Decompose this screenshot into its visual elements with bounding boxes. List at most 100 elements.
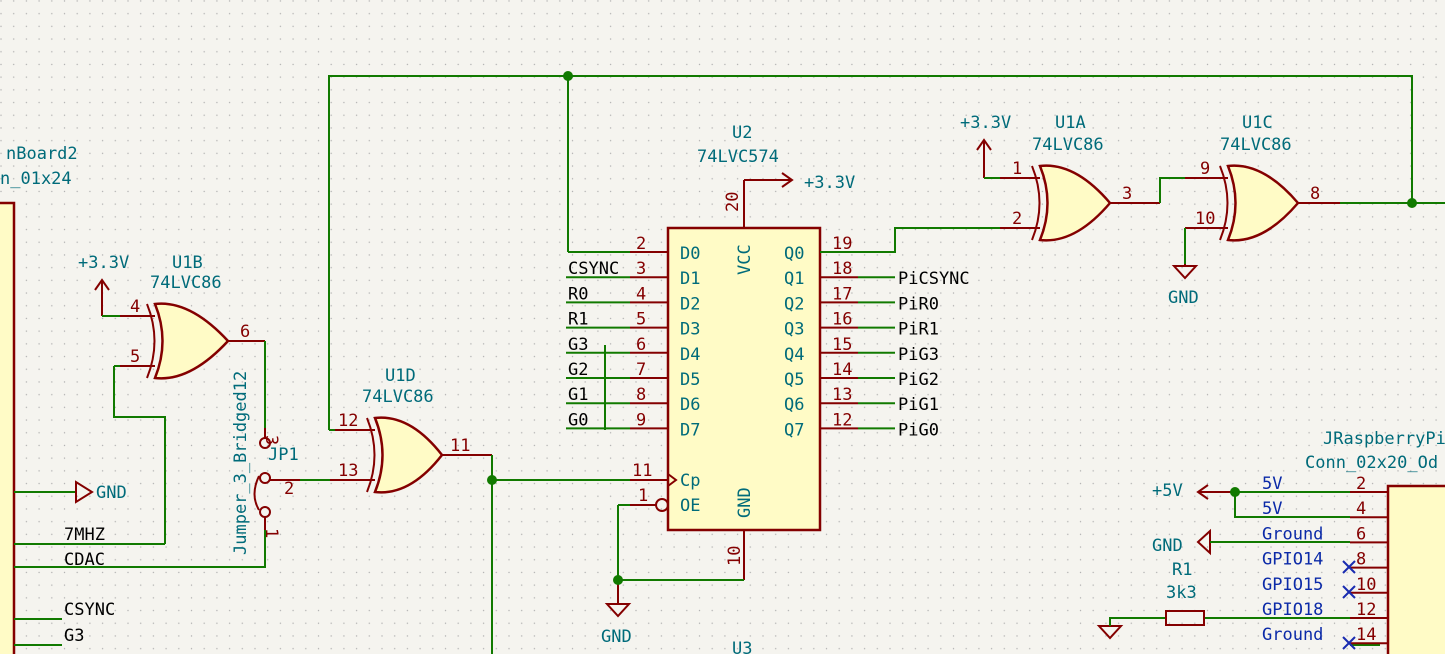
u3-ref: U3 [732,639,752,654]
rpi-pin-name: 5V [1262,499,1282,519]
jumper-jp1[interactable]: 3 2 1 JP1 Jumper_3_Bridged12 [231,371,330,567]
u2-pin-name: D7 [680,420,700,440]
u2-pin-name: D3 [680,320,700,340]
u1c-gnd-label: GND [1168,288,1199,308]
net-label: PiR1 [898,320,939,340]
net-label-cdac: CDAC [64,550,105,570]
jp1-pin-2: 2 [284,479,294,499]
left-connector-value: n_01x24 [0,169,72,189]
junctions [487,71,1417,585]
left-connector[interactable]: nBoard2 n_01x24 7MHZ CDAC CSYNC G3 GND [0,144,266,654]
rpi-pin-name: GPIO15 [1262,575,1323,595]
jp1-value: Jumper_3_Bridged12 [231,371,251,555]
u2-pin-name: D0 [680,244,700,264]
net-label: PiG0 [898,420,939,440]
net-label: G1 [568,385,588,405]
u2-pin-number: 4 [636,284,646,304]
u2-pin-number: 16 [832,310,852,330]
u2-pin-name: D5 [680,370,700,390]
rpi-pin-number: 14 [1356,625,1376,645]
net-label: PiR0 [898,294,939,314]
rpi-connector[interactable]: JRaspberryPi Conn_02x20_Od +5V GND R1 3k… [1096,429,1445,654]
u2-pin-name: Q1 [784,269,804,289]
net-label: PiG2 [898,370,939,390]
gate-u1d[interactable]: 12 13 11 U1D 74LVC86 [328,75,1413,654]
rpi-pin-4[interactable]: 4 5V [1262,499,1388,519]
rpi-pin-number: 2 [1356,474,1366,494]
net-label: R0 [568,284,588,304]
u2-pin-name: Q2 [784,294,804,314]
u1a-power-label: +3.3V [960,113,1011,133]
u1b-pin-b: 5 [130,347,140,367]
u2-pin-number: 13 [832,385,852,405]
u1a-pin-out: 3 [1122,184,1132,204]
u2-pin-number: 9 [636,410,646,430]
ic-u2[interactable]: U2 74LVC574 +3.3V 20 VCC GND 10 GND 11 C… [566,123,970,647]
u1a-pin-a: 1 [1012,159,1022,179]
rpi-pin-14[interactable]: 14 Ground [1262,625,1388,645]
net-label: PiG3 [898,345,939,365]
r1-value: 3k3 [1166,583,1197,603]
u2-pin-number: 2 [636,234,646,254]
u1c-pin-b: 10 [1195,209,1215,229]
net-label: CSYNC [568,259,619,279]
rpi-pin-name: Ground [1262,625,1323,645]
u2-pin-name: D4 [680,345,700,365]
gnd-symbol-left [75,480,94,504]
u2-cp-pin-num: 11 [632,461,652,481]
u1c-value: 74LVC86 [1220,135,1292,155]
u1b-power-label: +3.3V [78,253,129,273]
rpi-pin-number: 6 [1356,524,1366,544]
rpi-pin-2[interactable]: 25V [1262,474,1388,494]
u2-pin-name: Q5 [784,370,804,390]
u2-pin-number: 5 [636,310,646,330]
net-label: G2 [568,360,588,380]
rpi-pin-name: GPIO14 [1262,550,1323,570]
rpi-gnd-label: GND [1152,536,1183,556]
u2-pin-number: 7 [636,360,646,380]
u2-vcc-pin-num: 20 [723,192,743,212]
u2-gnd-label: GND [601,627,632,647]
u1b-ref: U1B [172,253,203,273]
net-label: R1 [568,310,588,330]
rpi-5v-label: +5V [1152,481,1183,501]
gate-u1c[interactable]: GND 9 10 8 U1C 74LVC86 [1168,113,1445,308]
jp1-ref: JP1 [268,445,299,465]
net-label: G0 [568,410,588,430]
u2-pin-number: 3 [636,259,646,279]
rpi-pin-number: 4 [1356,499,1366,519]
gate-u1b[interactable]: +3.3V 4 5 6 U1B 74LVC86 [78,253,266,544]
gnd-label-left: GND [96,483,127,503]
u2-pin-number: 18 [832,259,852,279]
gate-u1a[interactable]: +3.3V 1 2 3 U1A 74LVC86 [820,113,1185,253]
net-label: G3 [568,335,588,355]
u2-pin-name: Q6 [784,395,804,415]
u2-ref: U2 [732,123,752,143]
u2-pin-name: Q0 [784,244,804,264]
left-connector-ref: nBoard2 [6,144,78,164]
u2-pin-name: D6 [680,395,700,415]
no-connect-markers [1342,560,1356,650]
